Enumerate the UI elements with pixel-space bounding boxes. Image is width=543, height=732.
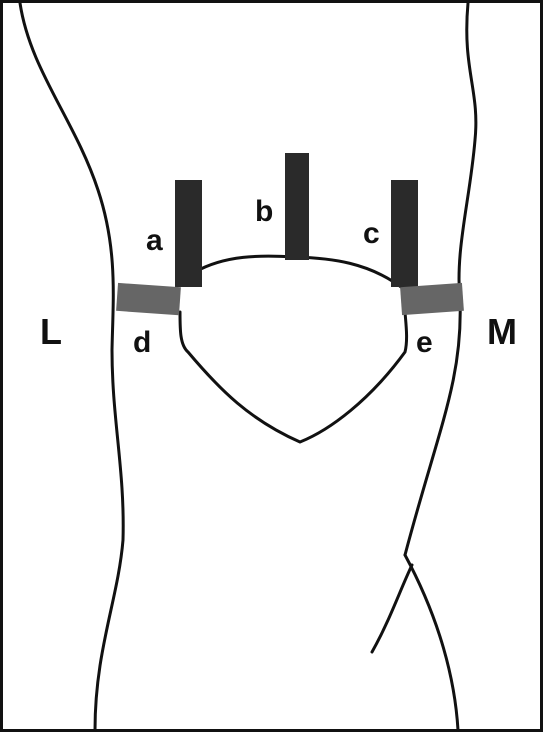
label-c: c	[363, 217, 380, 250]
strip-d	[116, 283, 181, 315]
patella-contour	[180, 256, 407, 442]
medial-calf-contour	[405, 555, 458, 730]
label-e: e	[416, 326, 433, 359]
label-d: d	[133, 326, 151, 359]
strip-c	[391, 180, 418, 287]
strip-b	[285, 153, 309, 260]
lateral-leg-contour	[20, 3, 123, 730]
label-medial: M	[487, 311, 517, 352]
label-b: b	[255, 195, 273, 228]
strip-e	[400, 283, 464, 315]
label-lateral: L	[40, 311, 62, 352]
inner-calf-contour	[372, 565, 412, 652]
strip-a	[175, 180, 202, 287]
label-a: a	[146, 224, 163, 257]
